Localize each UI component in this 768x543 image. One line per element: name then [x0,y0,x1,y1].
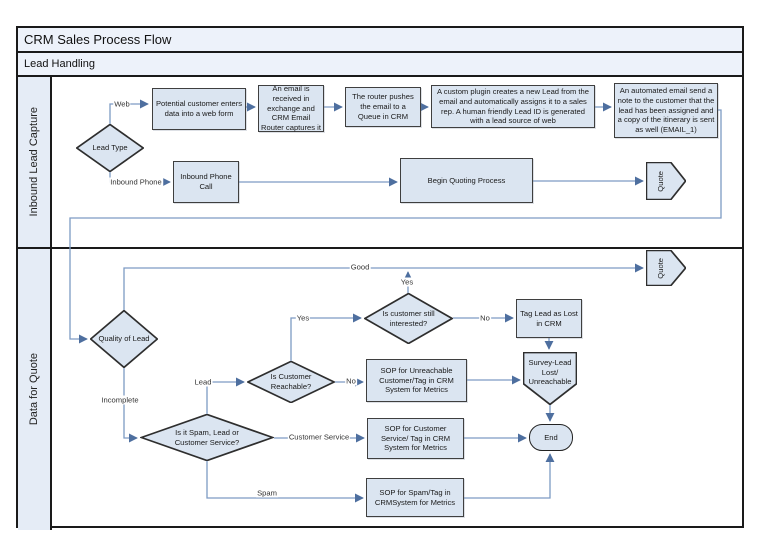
edge-label-yes-interested: Yes [399,277,415,287]
node-label: A custom plugin creates a new Lead from … [437,87,589,126]
node-label: Lead Type [92,143,128,153]
process-email-received: An email is received in exchange and CRM… [258,84,324,133]
node-label: Is Customer Reachable? [270,372,312,391]
node-label: The router pushes the email to a Queue i… [352,92,414,121]
terminator-end: End [529,424,573,451]
pentagon-right-shape [646,250,686,286]
node-label: Is customer still interested? [382,308,435,328]
edge-label-no-reachable: No [345,376,357,386]
process-tag-lead-lost: Tag Lead as Lost in CRM [516,299,582,338]
node-label: Survey-Lead Lost/ Unreachable [528,357,572,387]
diagram-subtitle: Lead Handling [24,58,95,70]
edge-label-good: Good [349,262,371,272]
diamond-shape [364,293,453,344]
diamond-shape [140,414,274,461]
process-begin-quoting: Begin Quoting Process [400,158,533,203]
node-label: Inbound Phone Call [180,172,232,191]
diamond-shape [247,361,335,403]
node-label: Quality of Lead [98,334,150,344]
node-label: Is it Spam, Lead or Customer Service? [174,427,240,447]
process-custom-plugin: A custom plugin creates a new Lead from … [431,85,595,128]
pentagon-right-shape [646,162,686,200]
offpage-quote-1: Quote [646,162,686,200]
edge-label-customer-service: Customer Service [287,432,351,442]
diamond-shape [76,124,144,172]
decision-customer-interested: Is customer still interested? [364,293,453,344]
lane-label-inbound-lead-capture: Inbound Lead Capture [18,77,52,247]
diagram-subtitle-bar: Lead Handling [18,53,742,77]
process-web-form: Potential customer enters data into a we… [152,88,246,130]
diagram-title-bar: CRM Sales Process Flow [18,28,742,53]
node-label: Potential customer enters data into a we… [155,99,243,118]
lane-label-text: Data for Quote [28,353,40,426]
pentagon-down-shape [523,352,577,405]
edge-label-lead: Lead [193,377,213,387]
edge-label-inbound-phone: Inbound Phone [109,177,163,187]
process-sop-unreachable: SOP for Unreachable Customer/Tag in CRM … [366,359,467,402]
node-label: Quote [656,257,666,279]
node-label: SOP for Spam/Tag in CRMSystem for Metric… [374,487,456,507]
process-sop-customer-service: SOP for Customer Service/ Tag in CRM Sys… [367,418,464,459]
diagram-title: CRM Sales Process Flow [24,32,172,47]
node-label: End [544,432,558,442]
node-label: Begin Quoting Process [427,175,506,185]
decision-quality-of-lead: Quality of Lead [90,310,158,368]
process-inbound-phone-call: Inbound Phone Call [173,161,239,203]
offpage-quote-2: Quote [646,250,686,286]
node-label: An email is received in exchange and CRM… [261,84,321,133]
offpage-survey-lost: Survey-Lead Lost/ Unreachable [523,352,577,405]
node-label: Tag Lead as Lost in CRM [520,308,578,328]
lane-label-data-for-quote: Data for Quote [18,249,52,530]
edge-label-spam: Spam [256,488,278,498]
edge-label-yes-reachable: Yes [295,313,311,323]
decision-customer-reachable: Is Customer Reachable? [247,361,335,403]
lane-inbound-lead-capture: Inbound Lead Capture [18,77,742,247]
process-router-pushes: The router pushes the email to a Queue i… [345,87,421,127]
diamond-shape [90,310,158,368]
lane-label-text: Inbound Lead Capture [28,107,40,217]
edge-label-no-interested: No [479,313,491,323]
node-label: SOP for Unreachable Customer/Tag in CRM … [379,365,454,395]
decision-spam-lead-cs: Is it Spam, Lead or Customer Service? [140,414,274,461]
node-label: SOP for Customer Service/ Tag in CRM Sys… [380,423,451,453]
process-automated-email: An automated email send a note to the cu… [614,83,718,138]
edge-label-incomplete: Incomplete [100,395,140,405]
process-sop-spam: SOP for Spam/Tag in CRMSystem for Metric… [366,478,464,517]
decision-lead-type: Lead Type [76,124,144,172]
node-label: Quote [656,170,666,192]
node-label: An automated email send a note to the cu… [617,86,715,135]
edge-label-web: Web [113,99,131,109]
